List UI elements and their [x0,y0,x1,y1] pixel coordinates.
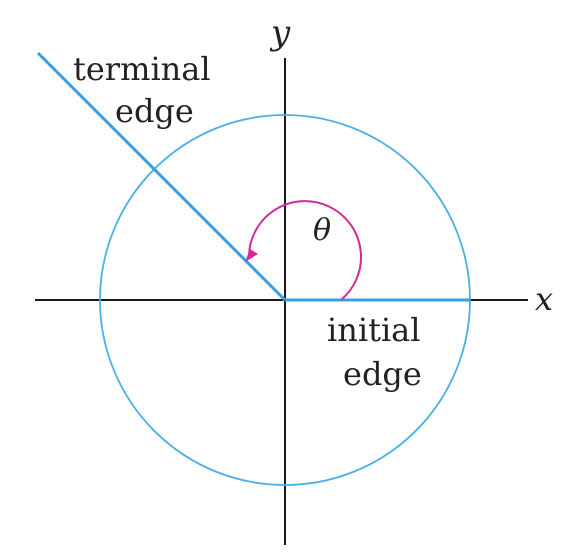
theta-angle-arc [248,200,362,301]
initial-edge-label-line1: initial [327,311,420,349]
terminal-edge-label-line2: edge [115,92,194,130]
x-axis-label: x [535,280,553,318]
y-axis-label: y [269,13,291,53]
theta-arrowhead [245,249,258,262]
terminal-edge-ray [36,51,287,302]
terminal-edge-label-line1: terminal [73,50,211,88]
initial-edge-label-line2: edge [343,355,422,393]
theta-label: θ [313,213,331,248]
